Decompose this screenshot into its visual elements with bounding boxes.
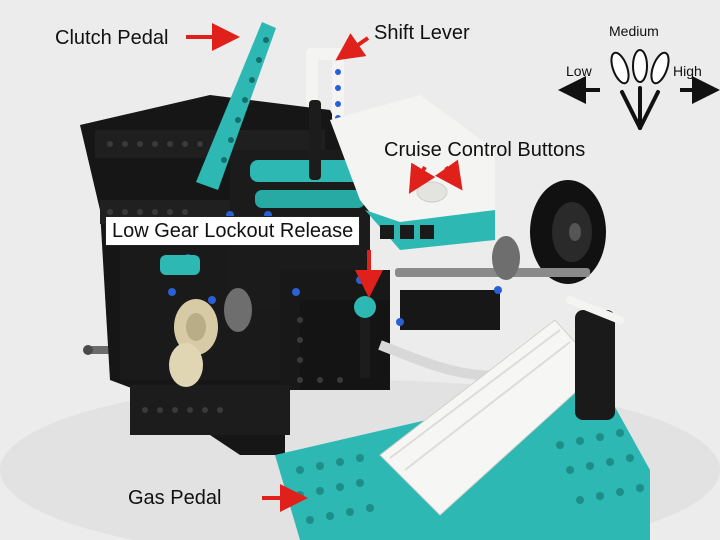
legend-medium-label: Medium <box>609 23 659 39</box>
clutch-pedal-label: Clutch Pedal <box>55 27 169 49</box>
lockout-release-ball <box>354 296 376 318</box>
teal-beams <box>160 160 370 275</box>
legend-low-label: Low <box>566 63 592 79</box>
gears <box>169 236 520 387</box>
cruise-control-buttons-label: Cruise Control Buttons <box>384 139 586 161</box>
gas-pedal-panel <box>379 296 624 516</box>
gas-pedal-label: Gas Pedal <box>128 487 222 509</box>
clutch-pedal-part <box>196 22 276 190</box>
shift-lever-label: Shift Lever <box>374 22 470 44</box>
black-frame <box>80 95 502 455</box>
legend-high-label: High <box>673 63 702 79</box>
low-gear-lockout-release-label: Low Gear Lockout Release <box>105 216 361 246</box>
axle-right <box>395 268 590 277</box>
wheel-right <box>530 180 606 284</box>
